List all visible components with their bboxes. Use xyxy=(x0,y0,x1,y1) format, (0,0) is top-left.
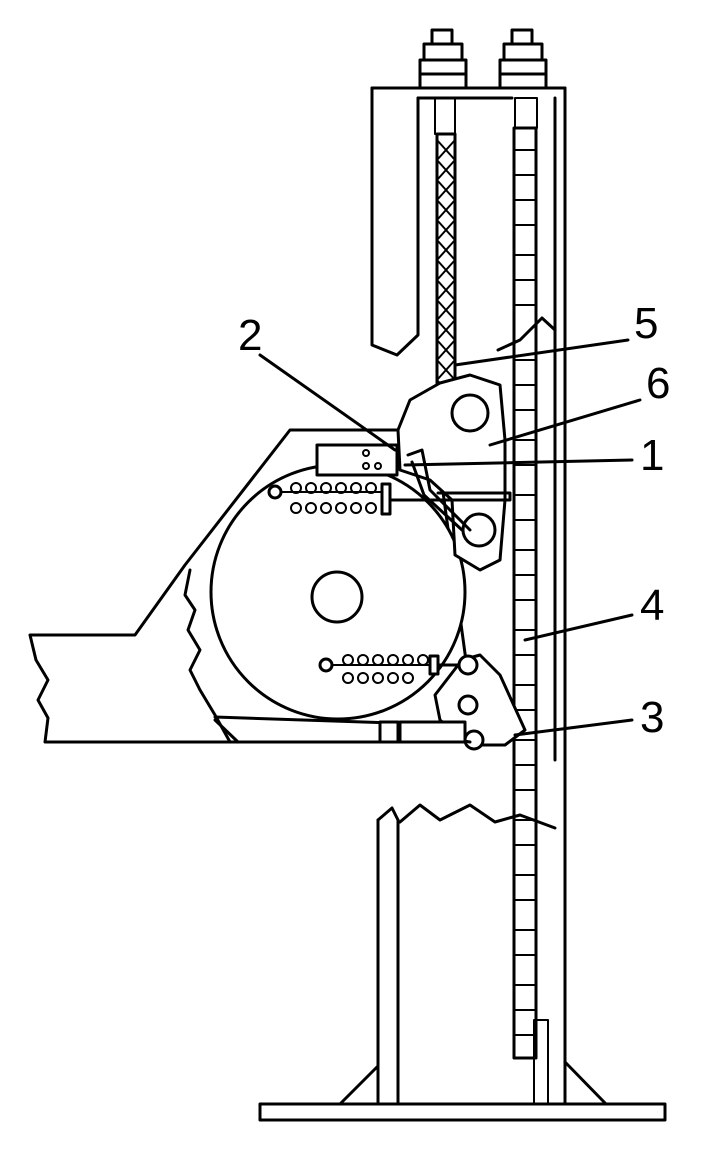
leader-2 xyxy=(258,353,397,452)
lever-2 xyxy=(406,448,472,532)
base-plate xyxy=(258,1102,667,1122)
column-break-lower xyxy=(398,803,557,830)
leader-5 xyxy=(453,338,630,367)
label-3: 3 xyxy=(640,693,664,742)
link-clevis xyxy=(378,720,400,744)
upper-spring xyxy=(267,482,454,516)
label-2: 2 xyxy=(238,311,262,360)
leader-6 xyxy=(488,398,642,447)
right-nut-stack xyxy=(498,28,548,90)
column-break-upper xyxy=(496,316,557,352)
label-4: 4 xyxy=(640,581,664,630)
leader-1 xyxy=(403,458,634,467)
left-nut-stack xyxy=(418,28,468,90)
leader-3 xyxy=(513,718,634,737)
leader-4 xyxy=(523,613,634,642)
switch-block-1 xyxy=(315,443,399,477)
pawl-mid-pin xyxy=(457,694,479,716)
lower-pin xyxy=(461,512,497,548)
switch-bracket xyxy=(436,491,512,502)
chain-4 xyxy=(512,97,549,1105)
left-gusset xyxy=(338,1064,380,1106)
label-5: 5 xyxy=(634,299,658,348)
lever-2-edge xyxy=(410,460,464,532)
right-gusset xyxy=(563,1060,608,1106)
lower-channel-tip xyxy=(376,806,400,822)
link-arm xyxy=(398,720,467,744)
upper-left-channel xyxy=(370,86,420,357)
upper-pin xyxy=(450,393,490,433)
label-6: 6 xyxy=(646,359,670,408)
drum-hub xyxy=(310,570,364,624)
pawl-top-pin xyxy=(457,654,479,676)
label-1: 1 xyxy=(640,431,664,480)
pawl-bottom-pin xyxy=(463,729,485,751)
frame-break-line xyxy=(183,568,232,744)
